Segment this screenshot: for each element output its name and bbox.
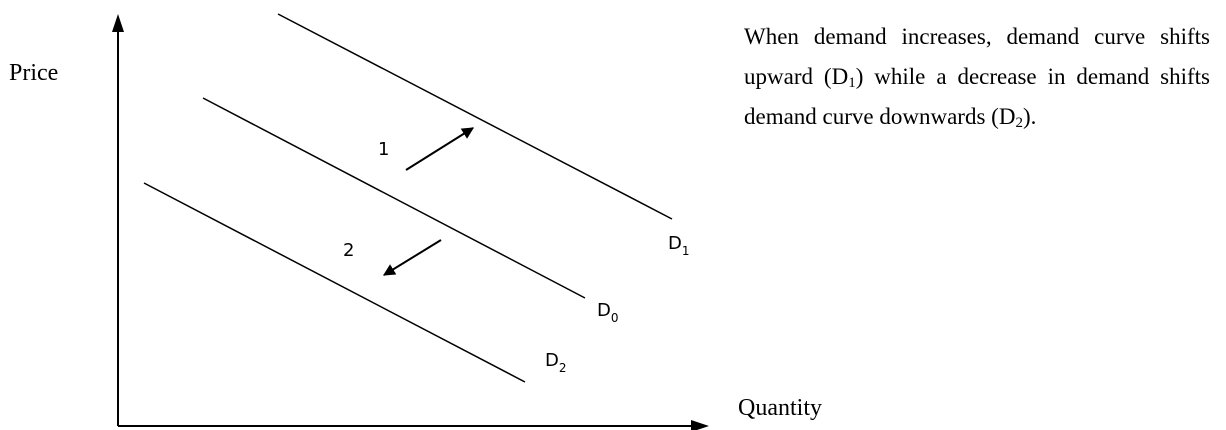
explanation-text: When demand increases, demand curve shif…	[744, 24, 1210, 131]
demand-curve-d0	[202, 97, 586, 299]
demand-curve-d2	[143, 182, 526, 383]
curve-label-d0: D0	[597, 300, 619, 325]
decrease-shift-arrow	[382, 239, 442, 276]
demand-curve-d1	[277, 13, 673, 220]
x-axis-label: Quantity	[738, 395, 822, 421]
increase-shift-arrow	[405, 127, 475, 171]
y-axis-arrowhead	[112, 14, 124, 32]
y-axis-label: Price	[9, 60, 58, 86]
x-axis-arrowhead	[691, 420, 709, 430]
curve-label-d2: D2	[545, 350, 567, 375]
increase-shift-label: 1	[378, 139, 389, 160]
decrease-shift-label: 2	[343, 240, 354, 261]
curve-label-d1: D1	[668, 233, 690, 258]
